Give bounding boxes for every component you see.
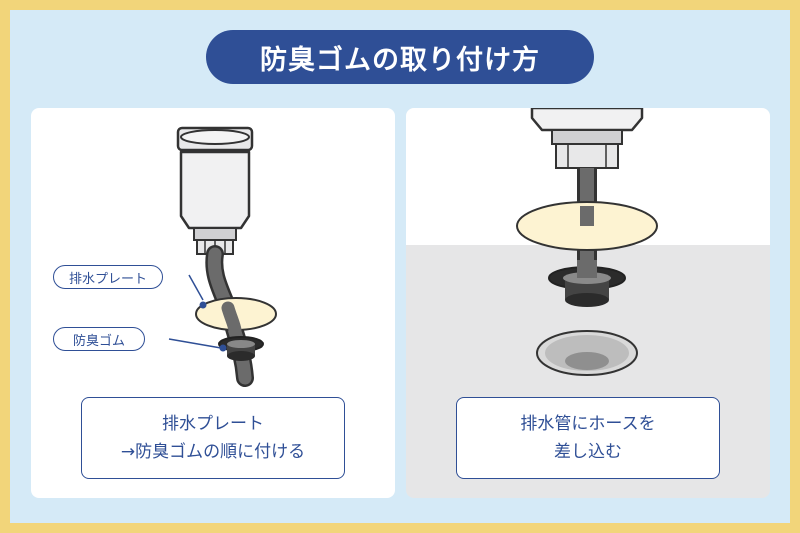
label-drain-plate: 排水プレート — [53, 265, 163, 289]
hose-insertion-illustration — [516, 108, 658, 376]
right-caption-line2: 差し込む — [554, 442, 622, 462]
drain-pipe-opening — [536, 330, 638, 376]
faucet-hose-plate-illustration — [168, 126, 277, 387]
right-panel: 排水管にホースを 差し込む — [406, 108, 770, 498]
page-title: 防臭ゴムの取り付け方 — [206, 30, 594, 84]
right-caption-line1: 排水管にホースを — [520, 414, 656, 434]
left-panel: 排水プレート 防臭ゴム 排水プレート →防臭ゴムの順に付ける — [31, 108, 395, 498]
left-caption-line2: →防臭ゴムの順に付ける — [120, 442, 306, 462]
right-caption: 排水管にホースを 差し込む — [456, 397, 720, 479]
faucet-body — [530, 108, 644, 169]
label-odor-rubber: 防臭ゴム — [53, 327, 145, 351]
odor-rubber — [218, 336, 264, 361]
odor-rubber — [548, 260, 626, 307]
faucet-body — [176, 126, 254, 255]
left-caption: 排水プレート →防臭ゴムの順に付ける — [81, 397, 345, 479]
left-caption-line1: 排水プレート — [162, 414, 264, 434]
